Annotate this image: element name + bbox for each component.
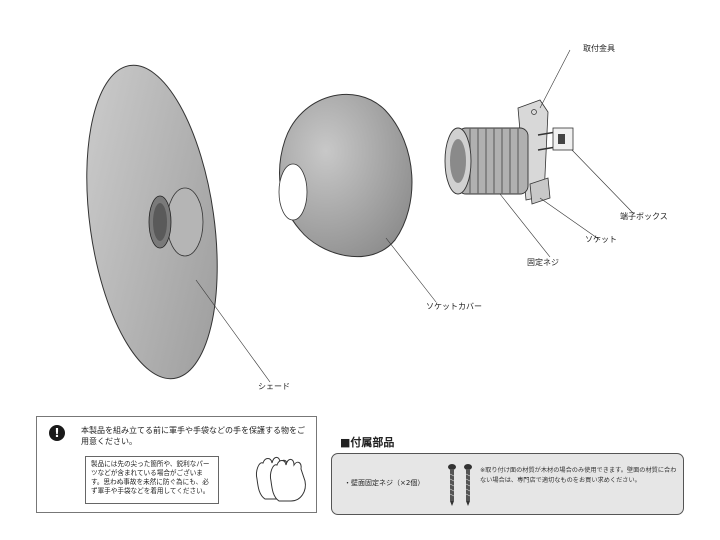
socket-cover-drawing	[278, 94, 437, 303]
label-mount-bracket: 取付金具	[583, 44, 615, 53]
accessory-item-wall-screw: ・壁面固定ネジ（×2個）	[344, 479, 425, 487]
shade-drawing	[86, 64, 271, 383]
label-shade: シェード	[258, 382, 290, 391]
accessory-note: ※取り付け面の材質が木材の場合のみ使用できます。壁面の材質に合わない場合は、専門…	[480, 467, 677, 484]
label-terminal-box: 端子ボックス	[620, 212, 668, 221]
socket-assembly-drawing	[444, 49, 634, 258]
label-socket-cover: ソケットカバー	[426, 302, 482, 311]
exclamation-icon: !	[49, 425, 65, 441]
label-socket: ソケット	[585, 235, 617, 244]
screw-icon	[448, 464, 472, 506]
label-fixing-screw: 固定ネジ	[527, 258, 559, 267]
warning-detail-text: 製品には先の尖った箇所や、鋭利なパーツなどが含まれている場合がございます。思わぬ…	[85, 456, 219, 504]
product-exploded-diagram	[86, 49, 634, 383]
warning-box: ! 本製品を組み立てる前に軍手や手袋などの手を保護する物をご用意ください。 製品…	[36, 416, 317, 513]
glove-icon	[256, 456, 306, 502]
accessories-title: ■付属部品	[340, 436, 395, 449]
warning-main-text: 本製品を組み立てる前に軍手や手袋などの手を保護する物をご用意ください。	[81, 426, 305, 446]
accessories-box: ・壁面固定ネジ（×2個） ※取り付け面の材質が木材の場合のみ使用できます。壁面の…	[331, 453, 684, 515]
